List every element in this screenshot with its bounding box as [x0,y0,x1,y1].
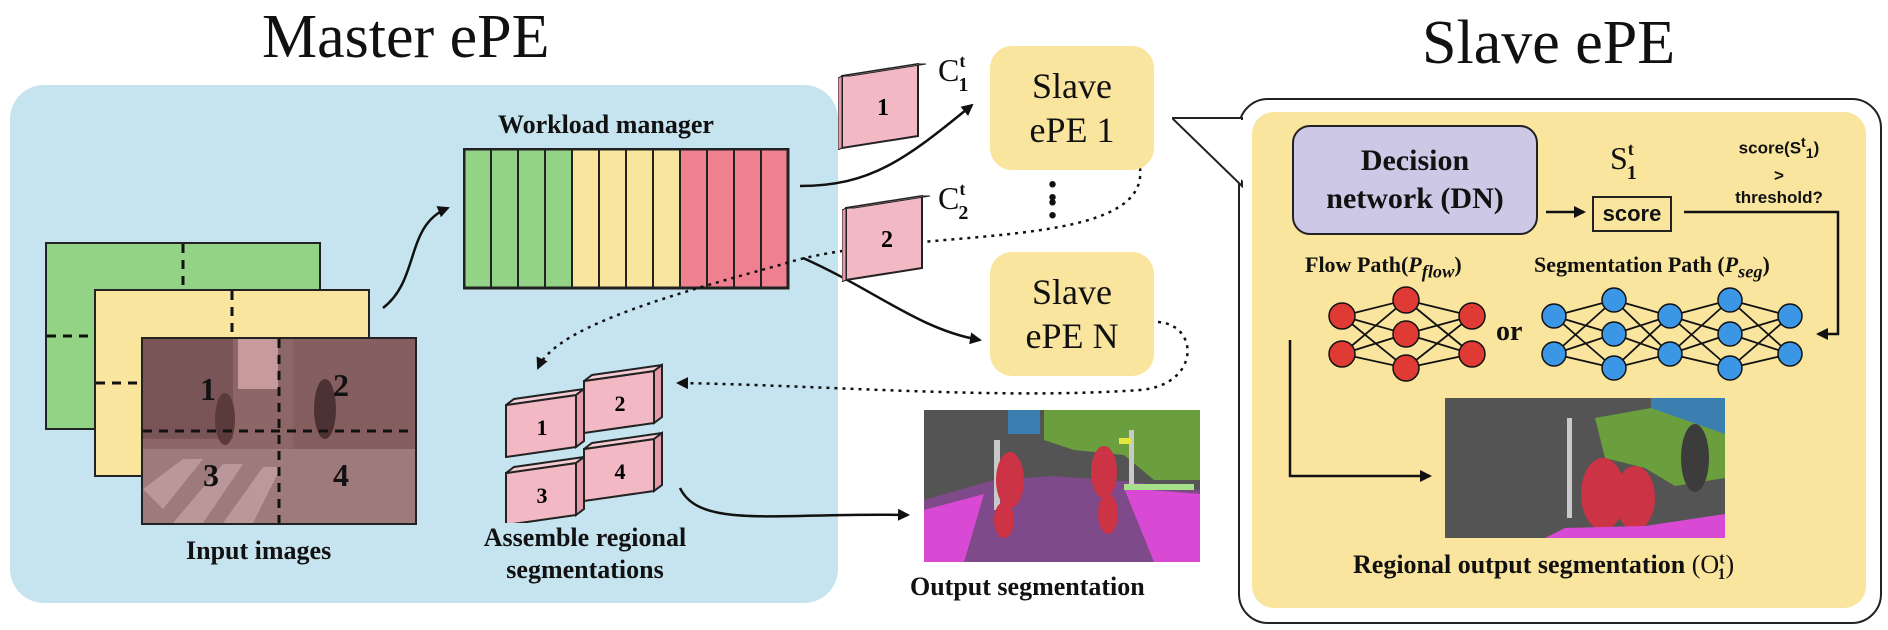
input-region-3: 3 [203,457,219,493]
input-region-2: 2 [333,367,349,403]
segmentation-path-label: Segmentation Path (Pseg) [1534,252,1770,282]
assembled-region-1: 1 [537,415,548,440]
input-region-4: 4 [333,457,349,493]
assembled-chunks: 1 2 3 4 [505,363,663,523]
assembled-region-3: 3 [537,483,548,508]
street-scene-image [143,339,415,523]
s1-label: St1 [1610,139,1637,184]
or-label: or [1496,316,1523,347]
segmentation-path-network [1541,287,1803,381]
assembled-region-2: 2 [615,391,626,416]
flow-path-network [1328,286,1486,382]
workload-manager-queue [463,148,790,290]
chunk-1: 1 [838,62,927,150]
chunk-2-number: 2 [881,227,893,253]
input-images-label: Input images [186,536,332,565]
assemble-regional-label: Assemble regional segmentations [483,523,687,584]
master-epe-title: Master ePE [262,3,550,71]
slave-epe-title: Slave ePE [1422,9,1676,77]
slave-ellipsis: : : [1046,164,1060,227]
speech-bubble-pointer [1172,117,1244,188]
chunk-2: 2 [842,194,931,282]
output-segmentation-label: Output segmentation [910,572,1145,601]
workload-manager-label: Workload manager [498,110,714,139]
output-segmentation-image [924,410,1200,562]
input-region-1: 1 [200,371,216,407]
assembled-region-4: 4 [615,459,626,484]
chunk-1-number: 1 [877,95,889,121]
threshold-condition: score(St1) > threshold? [1735,135,1823,208]
regional-output-segmentation-image [1445,398,1725,538]
score-box: score [1592,196,1672,232]
input-image-photo: 1 2 3 4 [141,337,417,525]
c1-label: Ct1 [938,51,969,96]
regional-output-label: Regional output segmentation (Ot1) [1353,550,1735,584]
flow-path-label: Flow Path(Pflow) [1305,252,1462,282]
c2-label: Ct2 [938,179,969,224]
